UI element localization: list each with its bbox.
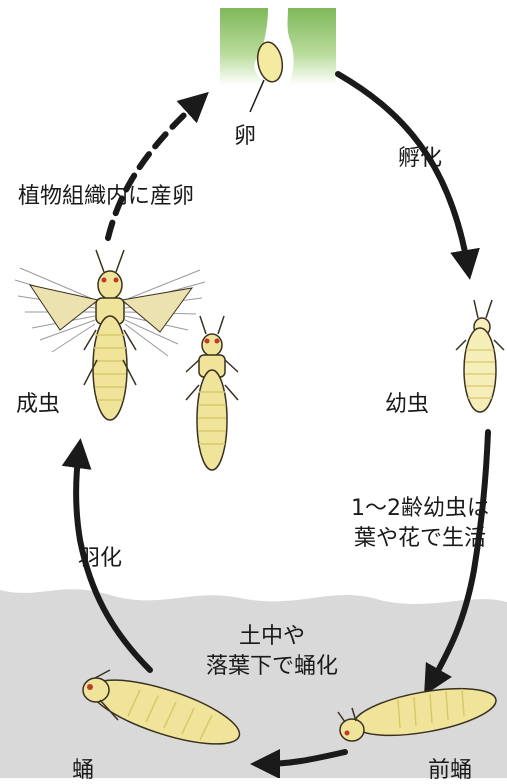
larva: [455, 299, 505, 413]
label-larva-note-line2: 葉や花で生活: [353, 526, 486, 551]
label-oviposition: 植物組織内に産卵: [18, 184, 195, 209]
pupa: [82, 669, 241, 745]
label-eclosion: 羽化: [78, 546, 123, 571]
label-egg: 卵: [234, 124, 257, 149]
adult-winged: [14, 249, 206, 421]
label-larva-note-line1: 1〜2齢幼虫は: [351, 496, 489, 521]
arrow-larva-to-prepupa: [424, 429, 491, 696]
label-soil-note-line1: 土中や: [238, 624, 305, 649]
arrow-pupa-to-adult: [61, 438, 153, 673]
label-larva: 幼虫: [385, 392, 430, 417]
arrow-prepupa-to-pupa: [250, 748, 348, 779]
label-soil-note-line2: 落葉下で蛹化: [205, 654, 338, 679]
adult-wingless: [185, 315, 239, 471]
label-prepupa: 前蛹: [428, 758, 473, 783]
arrow-adult-to-egg: [105, 91, 209, 241]
label-larva-note: 1〜2齢幼虫は 葉や花で生活: [340, 494, 500, 554]
label-pupa: 蛹: [72, 758, 95, 783]
label-adult: 成虫: [16, 392, 61, 417]
arrow-egg-to-larva: [335, 71, 480, 280]
prepupa: [337, 687, 497, 742]
label-hatch: 孵化: [398, 146, 443, 171]
cycle-arrows: [61, 71, 491, 779]
label-soil-note: 土中や 落葉下で蛹化: [192, 622, 352, 682]
plant-tissue: [220, 8, 336, 85]
egg: [249, 41, 284, 113]
